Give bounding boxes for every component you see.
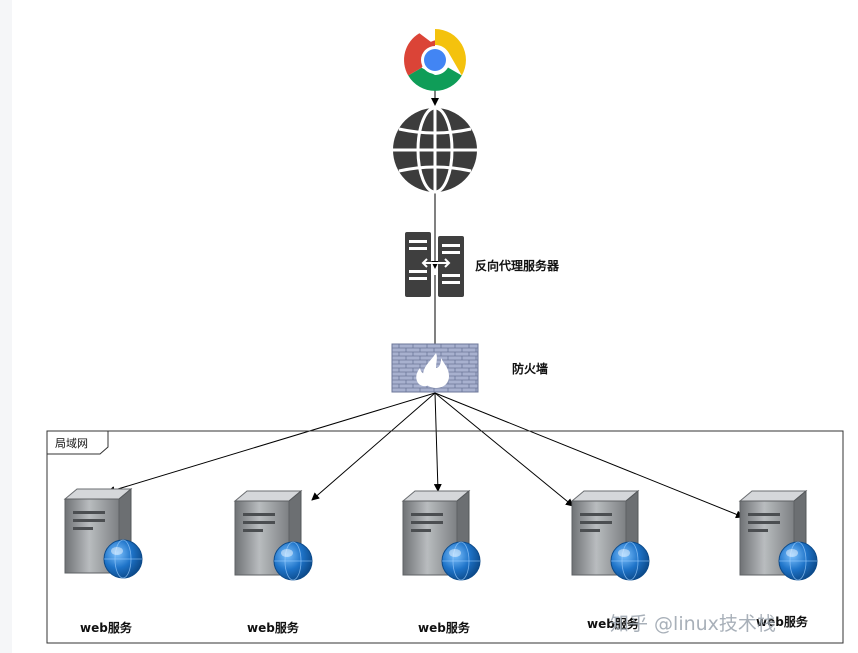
server-globe-icon xyxy=(778,541,818,581)
lan-container: 局域网 xyxy=(46,430,844,644)
server-globe-icon xyxy=(103,539,143,579)
firewall-label: 防火墙 xyxy=(512,361,548,376)
web-server-label: web服务 xyxy=(756,614,809,629)
reverse-proxy-server-icon xyxy=(405,232,464,297)
web-server-icon xyxy=(738,489,818,581)
watermark-text: 知乎 @linux技术栈 xyxy=(610,613,776,635)
web-server-icon xyxy=(570,489,650,581)
page-left-margin xyxy=(0,0,12,653)
firewall-icon xyxy=(391,343,479,393)
lan-label: 局域网 xyxy=(55,437,88,450)
web-server-label: web服务 xyxy=(247,620,300,635)
link-firewall-to-server-2 xyxy=(311,392,436,501)
globe-icon xyxy=(393,106,477,194)
web-server-label: web服务 xyxy=(418,620,471,635)
link-firewall-to-server-3 xyxy=(433,392,442,492)
proxy-label: 反向代理服务器 xyxy=(475,258,560,273)
web-server-icon xyxy=(401,489,481,581)
server-globe-icon xyxy=(441,541,481,581)
link-firewall-to-server-4 xyxy=(434,392,574,507)
web-server-icon xyxy=(63,487,143,579)
server-globe-icon xyxy=(273,541,313,581)
web-server-icon xyxy=(233,489,313,581)
chrome-icon xyxy=(404,29,466,91)
server-globe-icon xyxy=(610,541,650,581)
web-server-label: web服务 xyxy=(587,616,640,631)
link-firewall-to-server-5 xyxy=(434,392,744,519)
link-firewall-to-server-1 xyxy=(107,392,436,494)
web-server-label: web服务 xyxy=(80,620,133,635)
